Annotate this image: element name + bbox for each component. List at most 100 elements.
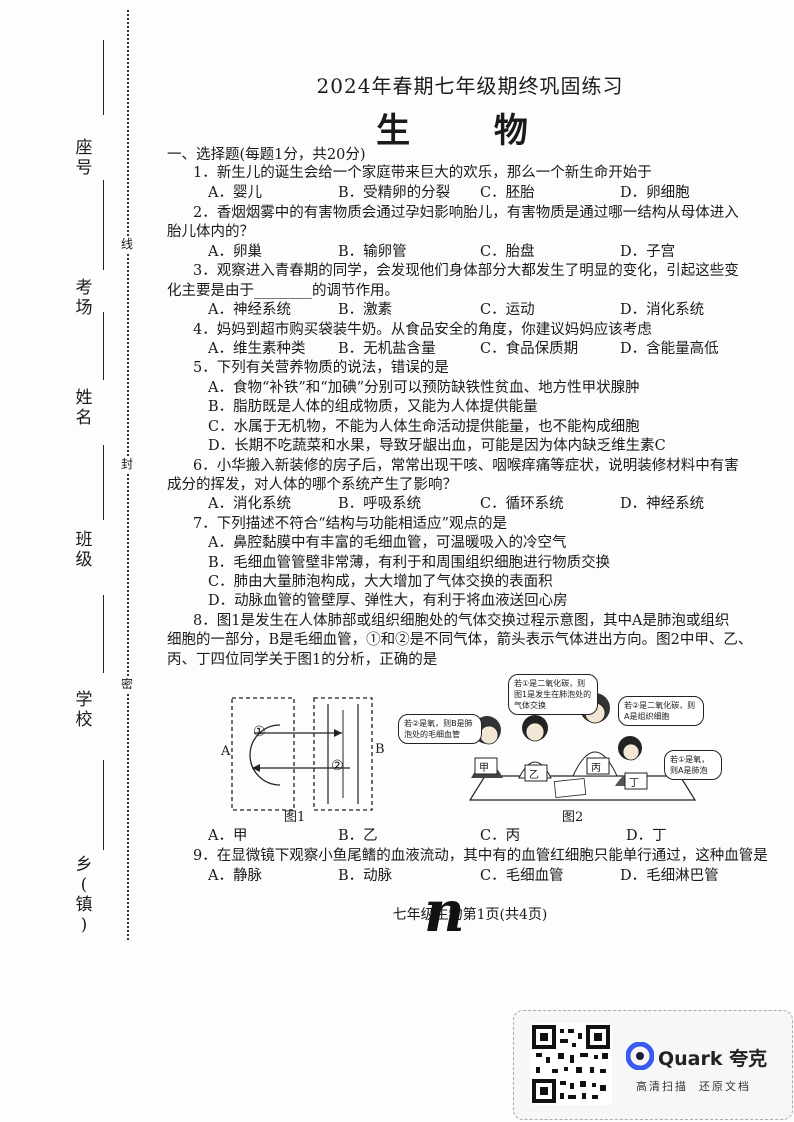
question-7: 7．下列描述不符合“结构与功能相适应”观点的是 bbox=[193, 516, 508, 532]
seat-no-underline bbox=[103, 40, 104, 115]
town-underline bbox=[103, 760, 104, 850]
fig1-alveolus-arc bbox=[249, 724, 281, 786]
seal-word-seal: 封 bbox=[119, 456, 135, 472]
seat-no-label: 座号 bbox=[75, 138, 93, 178]
q5-option-c: C．水属于无机物，不能为人体生命活动提供能量，也不能构成细胞 bbox=[208, 419, 640, 435]
school-label: 学校 bbox=[75, 690, 93, 730]
q7-option-c: C．肺由大量肺泡构成，大大增加了气体交换的表面积 bbox=[208, 574, 553, 590]
q9-option-a: A．静脉 bbox=[208, 868, 262, 884]
fig2-student-jia-face bbox=[479, 725, 499, 745]
figure-1-diagram bbox=[231, 697, 373, 811]
footer-mid: 第1页 bbox=[462, 907, 500, 923]
q1-option-d: D．卵细胞 bbox=[620, 185, 690, 201]
fig2-card-ding-text: 丁 bbox=[629, 778, 639, 789]
page-title: 2024年春期七年级期终巩固练习 bbox=[316, 74, 624, 98]
fig2-bubble-yi: 若①是二氧化碳，则图1是发生在肺泡处的气体交换 bbox=[508, 674, 598, 715]
q3-option-b: B．激素 bbox=[338, 302, 393, 318]
seal-dotted-line bbox=[127, 10, 129, 940]
q3-option-c: C．运动 bbox=[480, 302, 535, 318]
name-label: 姓名 bbox=[75, 388, 93, 428]
q6-option-a: A．消化系统 bbox=[208, 496, 291, 512]
quark-badge[interactable]: Quark 夸克 高清扫描 还原文档 bbox=[513, 1010, 793, 1120]
fig1-arrow-1-head bbox=[334, 729, 342, 737]
question-3: 3．观察进入青春期的同学，会发现他们身体部分大都发生了明显的变化，引起这些变 bbox=[193, 263, 739, 279]
seal-word-line: 线 bbox=[119, 236, 135, 252]
footer-left: 七年级生物 bbox=[392, 907, 463, 923]
fig2-caption: 图2 bbox=[562, 810, 584, 825]
q6-option-c: C．循环系统 bbox=[480, 496, 564, 512]
question-2-cont: 胎儿体内的？ bbox=[167, 224, 254, 240]
page-footer: 七年级生物第1页(共4页) bbox=[150, 904, 790, 924]
fig1-gas-2: ② bbox=[331, 758, 344, 774]
fig2-student-yi-face bbox=[525, 722, 545, 742]
q4-option-c: C．食品保质期 bbox=[480, 341, 579, 357]
fig1-gas-1: ① bbox=[253, 724, 266, 740]
q3-option-d: D．消化系统 bbox=[620, 302, 705, 318]
fig1-label-b: B bbox=[375, 742, 385, 757]
fig2-card-ding bbox=[624, 772, 648, 790]
q6-option-b: B．呼吸系统 bbox=[338, 496, 422, 512]
question-6-cont: 成分的挥发，对人体的哪个系统产生了影响？ bbox=[167, 477, 457, 493]
question-1: 1．新生儿的诞生会给一个家庭带来巨大的欢乐，那么一个新生命开始于 bbox=[193, 165, 652, 181]
fig2-paper bbox=[553, 778, 587, 798]
q9-option-d: D．毛细淋巴管 bbox=[620, 868, 719, 884]
seal-word-secret: 密 bbox=[119, 676, 135, 692]
fig2-bubble-jia: 若②是氧，则B是肺泡处的毛细血管 bbox=[398, 714, 482, 744]
q8-option-c: C．丙 bbox=[480, 828, 521, 844]
school-underline bbox=[103, 595, 104, 673]
question-9: 9．在显微镜下观察小鱼尾鳍的血液流动，其中有的血管红细胞只能单行通过，这种血管是 bbox=[193, 848, 768, 864]
q2-option-b: B．输卵管 bbox=[338, 244, 407, 260]
quark-brand: Quark 夸克 bbox=[658, 1048, 768, 1070]
question-3-cont: 化主要是由于________的调节作用。 bbox=[167, 283, 399, 299]
q5-option-b: B．脂肪既是人体的组成物质，又能为人体提供能量 bbox=[208, 399, 538, 415]
fig1-label-a: A bbox=[221, 744, 231, 759]
quark-logo-icon bbox=[626, 1042, 654, 1070]
fig2-bubble-ding: 若①是氧，则A是肺泡 bbox=[664, 750, 722, 780]
q6-option-d: D．神经系统 bbox=[620, 496, 705, 512]
q5-option-d: D．长期不吃蔬菜和水果，导致牙龈出血，可能是因为体内缺乏维生素C bbox=[208, 438, 666, 454]
question-8: 8．图1是发生在人体肺部或组织细胞处的气体交换过程示意图，其中A是肺泡或组织 bbox=[193, 613, 730, 629]
q8-option-b: B．乙 bbox=[338, 828, 378, 844]
q2-option-a: A．卵巢 bbox=[208, 244, 262, 260]
q8-option-d: D．丁 bbox=[626, 828, 667, 844]
exam-room-underline bbox=[103, 180, 104, 270]
q1-option-b: B．受精卵的分裂 bbox=[338, 185, 451, 201]
town-label: 乡(镇) bbox=[75, 855, 93, 935]
q9-option-c: C．毛细血管 bbox=[480, 868, 564, 884]
q7-option-b: B．毛细血管管壁非常薄，有利于和周围组织细胞进行物质交换 bbox=[208, 555, 611, 571]
q2-option-c: C．胎盘 bbox=[480, 244, 535, 260]
fig2-card-yi-text: 乙 bbox=[529, 770, 539, 781]
section-heading: 一、选择题(每题1分，共20分) bbox=[167, 147, 366, 163]
q1-option-a: A．婴儿 bbox=[208, 185, 262, 201]
q7-option-d: D．动脉血管的管壁厚、弹性大，有利于将血液送回心房 bbox=[208, 593, 568, 609]
exam-room-label: 考场 bbox=[75, 278, 93, 318]
question-4: 4．妈妈到超市购买袋装牛奶。从食品安全的角度，你建议妈妈应该考虑 bbox=[193, 322, 652, 338]
question-8-cont1: 细胞的一部分，B是毛细血管，①和②是不同气体，箭头表示气体进出方向。图2中甲、乙… bbox=[167, 632, 753, 648]
fig1-caption: 图1 bbox=[284, 810, 306, 825]
fig1-arrow-2-head bbox=[252, 764, 260, 772]
fig1-box-b bbox=[313, 697, 373, 811]
quark-tagline: 高清扫描 还原文档 bbox=[636, 1080, 751, 1093]
question-2: 2．香烟烟雾中的有害物质会通过孕妇影响胎儿，有害物质是通过哪一结构从母体进入 bbox=[193, 205, 739, 221]
fig2-card-jia-text: 甲 bbox=[479, 763, 489, 774]
fig2-student-ding-face bbox=[622, 743, 640, 761]
q3-option-a: A．神经系统 bbox=[208, 302, 291, 318]
q4-option-b: B．无机盐含量 bbox=[338, 341, 436, 357]
q4-option-d: D．含能量高低 bbox=[620, 341, 719, 357]
fig2-bubble-bing: 若②是二氧化碳，则A是组织细胞 bbox=[618, 696, 704, 726]
qr-code bbox=[530, 1023, 612, 1105]
fig1-box-a bbox=[231, 697, 295, 811]
class-underline bbox=[103, 445, 104, 520]
q8-option-a: A．甲 bbox=[208, 828, 248, 844]
q9-option-b: B．动脉 bbox=[338, 868, 393, 884]
fig2-card-yi bbox=[524, 764, 548, 782]
question-8-cont2: 丙、丁四位同学关于图1的分析，正确的是 bbox=[167, 652, 438, 668]
question-5: 5．下列有关营养物质的说法，错误的是 bbox=[193, 360, 449, 376]
name-underline bbox=[103, 312, 104, 380]
fig2-card-bing bbox=[586, 757, 610, 775]
q1-option-c: C．胚胎 bbox=[480, 185, 535, 201]
footer-watermark-logo: n bbox=[424, 879, 465, 945]
class-label: 班级 bbox=[75, 530, 93, 570]
question-6: 6．小华搬入新装修的房子后，常常出现干咳、咽喉痒痛等症状，说明装修材料中有害 bbox=[193, 458, 739, 474]
q2-option-d: D．子宫 bbox=[620, 244, 676, 260]
